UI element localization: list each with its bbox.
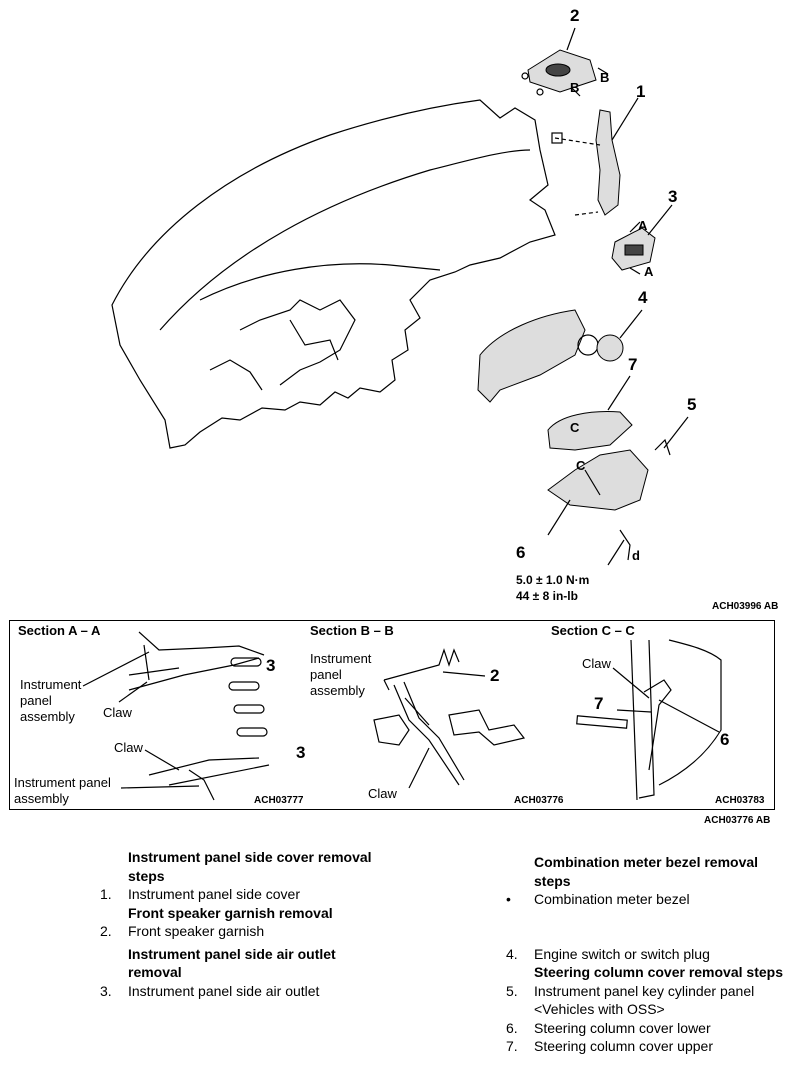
section-b-title: Section B – B: [310, 623, 394, 638]
section-a-label-claw-2: Claw: [114, 740, 143, 755]
bolt-label-d: d: [632, 548, 640, 563]
section-c-title: Section C – C: [551, 623, 635, 638]
step-6-text: Steering column cover lower: [534, 1019, 711, 1036]
left-heading-side-cover: Instrument panel side cover removal step…: [128, 849, 372, 884]
step-7-text: Steering column cover upper: [534, 1038, 713, 1054]
section-a-callout-top: 3: [266, 656, 276, 675]
meter-bezel-drawing: [477, 309, 643, 403]
section-c-label-claw: Claw: [582, 656, 611, 671]
section-b-callout-2: 2: [490, 666, 500, 685]
main-diagram-code: ACH03996 AB: [712, 601, 779, 612]
section-a-label-assembly-1: Instrument panel assembly: [20, 677, 82, 724]
torque-line-2: 44 ± 8 in-lb: [516, 589, 578, 603]
right-heading-meter-bezel: Combination meter bezel removal steps: [534, 854, 759, 889]
callout-2: 2: [570, 6, 580, 25]
removal-steps-right: Combination meter bezel removal steps • C…: [506, 853, 788, 1056]
left-heading-air-outlet: Instrument panel side air outlet removal: [128, 945, 336, 981]
step-5-number: 5.: [506, 982, 518, 999]
arrow-label-a1: A: [638, 218, 648, 233]
section-c-callout-6: 6: [720, 730, 730, 749]
section-panel: [9, 620, 775, 810]
left-heading-speaker-garnish: Front speaker garnish removal: [128, 904, 333, 921]
callout-3: 3: [668, 187, 678, 206]
removal-steps-left: Instrument panel side cover removal step…: [100, 848, 390, 1000]
step-5-text: Instrument panel key cylinder panel <Veh…: [534, 982, 755, 1018]
speaker-garnish-drawing: [521, 27, 609, 97]
callout-4: 4: [638, 288, 648, 307]
torque-spec: 5.0 ± 1.0 N·m 44 ± 8 in-lb: [516, 572, 589, 604]
arrow-label-a2: A: [644, 264, 654, 279]
callout-5: 5: [687, 395, 697, 414]
section-a-code: ACH03777: [254, 795, 304, 806]
arrow-label-c2: C: [576, 458, 586, 473]
side-cover-drawing: [551, 97, 639, 216]
step-1-number: 1.: [100, 886, 112, 902]
step-bezel-text: Combination meter bezel: [534, 891, 690, 907]
step-3-text: Instrument panel side air outlet: [128, 982, 320, 999]
callout-6: 6: [516, 543, 526, 562]
section-a-drawing: [82, 631, 270, 801]
callout-1: 1: [636, 82, 646, 101]
step-2-number: 2.: [100, 923, 112, 939]
column-cover-drawing: [547, 375, 689, 566]
step-2-text: Front speaker garnish: [128, 923, 265, 939]
arrow-label-c1: C: [570, 420, 580, 435]
section-c-drawing: [576, 639, 722, 801]
section-b-label-assembly: Instrument panel assembly: [310, 651, 372, 698]
step-4-number: 4.: [506, 945, 518, 962]
section-b-code: ACH03776: [514, 795, 564, 806]
step-1-text: Instrument panel side cover: [128, 886, 300, 902]
step-6-number: 6.: [506, 1019, 518, 1036]
right-heading-column-cover: Steering column cover removal steps: [534, 964, 783, 980]
callout-7: 7: [628, 355, 638, 374]
section-b-label-claw: Claw: [368, 786, 397, 801]
step-4-text: Engine switch or switch plug: [534, 945, 710, 962]
air-outlet-drawing: [611, 204, 673, 275]
section-a-callout-bottom: 3: [296, 743, 306, 762]
section-c-callout-7: 7: [594, 694, 604, 713]
section-panel-code: ACH03776 AB: [704, 815, 771, 826]
section-a-label-assembly-2: Instrument panel assembly: [14, 775, 111, 806]
arrow-label-b2: B: [570, 80, 580, 95]
section-b-drawing: [373, 648, 526, 789]
section-drawings: [82, 631, 722, 801]
exploded-diagram: [111, 27, 689, 566]
step-3-number: 3.: [100, 982, 112, 999]
arrow-label-b1: B: [600, 70, 610, 85]
bullet-icon: •: [506, 891, 511, 907]
section-c-code: ACH03783: [715, 795, 765, 806]
section-a-title: Section A – A: [18, 623, 101, 638]
section-a-label-claw-1: Claw: [103, 705, 132, 720]
torque-line-1: 5.0 ± 1.0 N·m: [516, 573, 590, 587]
instrument-panel-drawing: [111, 99, 556, 449]
step-7-number: 7.: [506, 1038, 518, 1054]
